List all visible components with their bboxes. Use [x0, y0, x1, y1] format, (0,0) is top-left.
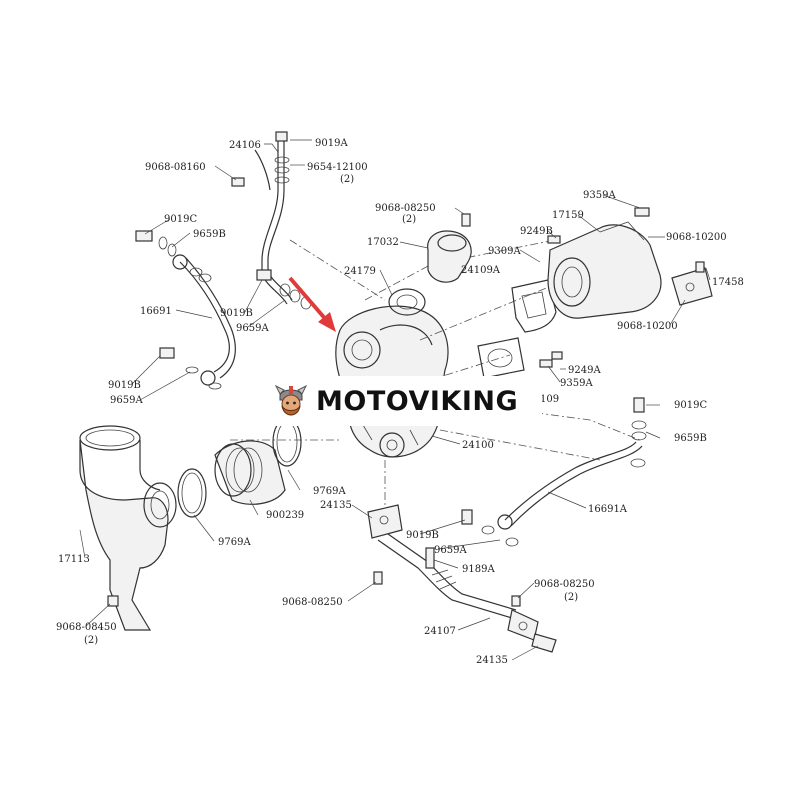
- part-label: 24100: [462, 440, 494, 451]
- clamp-9769a-left: [177, 468, 207, 518]
- brand-watermark: MOTOVIKING: [262, 376, 542, 426]
- part-label: 9769A: [218, 537, 251, 548]
- part-label: 9019B: [220, 308, 253, 319]
- oil-feed-line-24106: [231, 131, 293, 305]
- bracket-17458: [671, 261, 713, 306]
- stud-9189a: [425, 547, 435, 569]
- part-label: 109: [540, 394, 559, 405]
- part-label: 900239: [266, 510, 304, 521]
- red-arrow: [288, 276, 336, 332]
- part-label: 9068-08250: [375, 203, 436, 214]
- bolt-9068-08160: [231, 177, 245, 187]
- oil-line-16691a: [461, 397, 647, 547]
- part-label: 9659A: [434, 545, 467, 556]
- part-label: 9068-10200: [617, 321, 678, 332]
- banjo-bolt-9019a: [275, 131, 288, 142]
- brand-name: MOTOVIKING: [316, 385, 519, 417]
- part-label: 24179: [344, 266, 376, 277]
- part-label: 9068-08160: [145, 162, 206, 173]
- part-label: 9068-08250: [534, 579, 595, 590]
- part-label: (2): [402, 214, 416, 225]
- part-label: 16691A: [588, 504, 628, 515]
- bolt-9359a-top: [634, 207, 650, 217]
- gasket-24179: [388, 288, 426, 316]
- part-label: 9019B: [406, 530, 439, 541]
- part-label: 24106: [229, 140, 261, 151]
- part-label: 9249B: [520, 226, 553, 237]
- part-label: 24107: [424, 626, 456, 637]
- part-label: 24135: [320, 500, 352, 511]
- intake-elbow-17113: [79, 425, 177, 631]
- part-label: (2): [340, 174, 354, 185]
- part-labels: 24106 9019A 9068-08160 9654-12100 (2) 90…: [56, 138, 744, 666]
- part-label: 9068-10200: [666, 232, 727, 243]
- banjo-fitting-9019b: [256, 269, 312, 310]
- hose-900239: [214, 440, 286, 505]
- part-label: 9019C: [164, 214, 197, 225]
- oil-drain-24107: [367, 504, 557, 653]
- part-label: 9654-12100: [307, 162, 368, 173]
- exhaust-elbow-17159: [547, 207, 662, 319]
- part-label: (2): [564, 592, 578, 603]
- part-label: (2): [84, 635, 98, 646]
- part-label: 17159: [552, 210, 584, 221]
- water-elbow-17032: [427, 213, 472, 283]
- part-label: 9019B: [108, 380, 141, 391]
- banjo-bolt-9019b-left: [159, 347, 175, 359]
- part-label: 17032: [367, 237, 399, 248]
- banjo-bolt-9019c-right: [633, 397, 645, 413]
- part-label: 9249A: [568, 365, 601, 376]
- part-label: 9359A: [583, 190, 616, 201]
- gasket-24109a: [511, 279, 557, 333]
- part-label: 9359A: [560, 378, 593, 389]
- part-label: 9068-08250: [282, 597, 343, 608]
- viking-logo-icon: [274, 384, 308, 416]
- part-label: 9309A: [488, 246, 521, 257]
- oil-line-16691: [135, 230, 236, 390]
- part-label: 16691: [140, 306, 172, 317]
- part-label: 9019C: [674, 400, 707, 411]
- part-label: 9659A: [236, 323, 269, 334]
- part-label: 9068-08450: [56, 622, 117, 633]
- bolt-9068-08450: [107, 595, 119, 607]
- banjo-bolt-9019c: [135, 230, 153, 242]
- part-label: 24135: [476, 655, 508, 666]
- leader-lines: [79, 139, 711, 661]
- part-label: 24109A: [461, 265, 501, 276]
- part-label: 9659A: [110, 395, 143, 406]
- part-label: 9189A: [462, 564, 495, 575]
- part-label: 17113: [58, 554, 90, 565]
- part-label: 9659B: [193, 229, 226, 240]
- part-label: 9019A: [315, 138, 348, 149]
- exhaust-gasket-109: [477, 337, 563, 379]
- part-label: 17458: [712, 277, 744, 288]
- part-label: 9769A: [313, 486, 346, 497]
- part-label: 9659B: [674, 433, 707, 444]
